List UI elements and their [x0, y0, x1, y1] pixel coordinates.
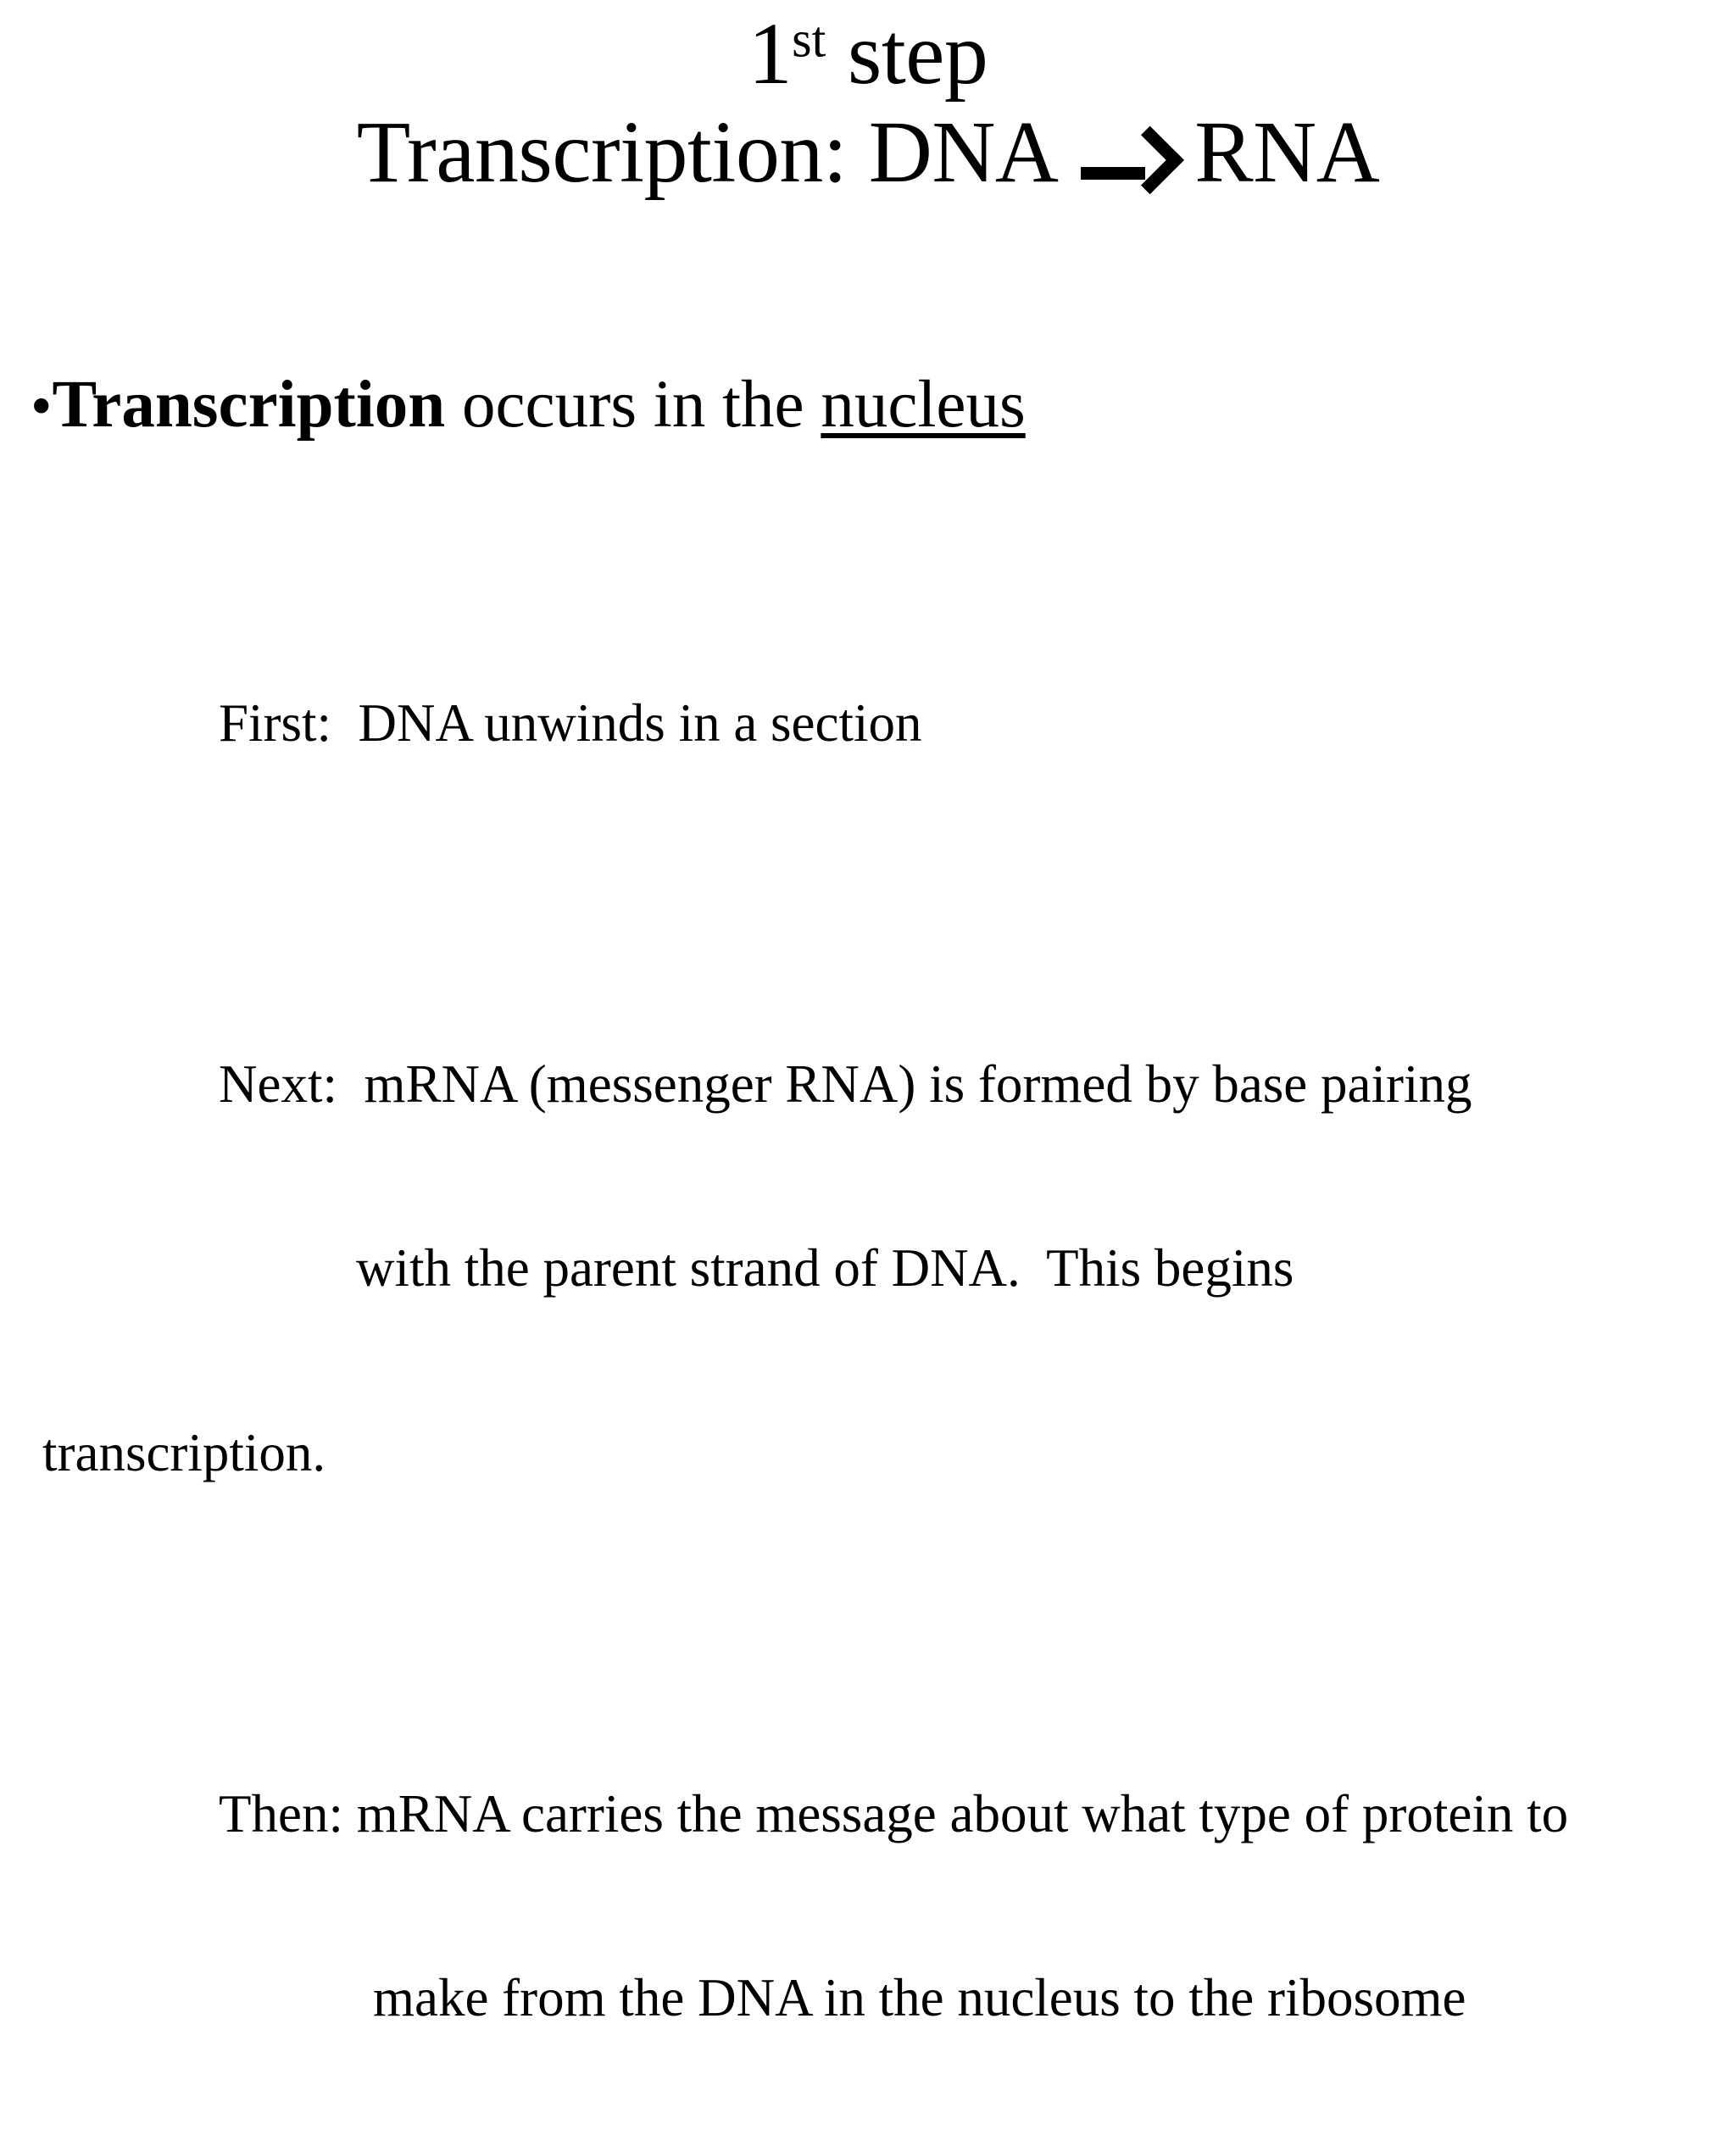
- paragraph-next-line-3: transcription.: [42, 1422, 326, 1482]
- title-line-2: Transcription: DNA RNA: [0, 103, 1736, 202]
- slide-title: 1st step Transcription: DNA RNA: [0, 5, 1736, 203]
- title-ordinal-suffix: st: [792, 11, 826, 69]
- paragraph-next-line-1: Next: mRNA (messenger RNA) is formed by …: [219, 1054, 1472, 1115]
- paragraph-then: Then: mRNA carries the message about wha…: [0, 1660, 1736, 2152]
- body-content: First: DNA unwinds in a section Next: mR…: [0, 570, 1736, 2152]
- title-rna: RNA: [1172, 103, 1380, 202]
- slide-canvas: 1st step Transcription: DNA RNA •Transcr…: [0, 5, 1736, 2028]
- paragraph-next: Next: mRNA (messenger RNA) is formed by …: [0, 931, 1736, 1606]
- bullet-item-transcription: •Transcription occurs in the nucleus: [31, 371, 1709, 438]
- bullet-bold-term: Transcription: [52, 368, 446, 442]
- bullet-underlined-term: nucleus: [821, 368, 1026, 442]
- bullet-dot-icon: •: [31, 371, 53, 440]
- title-step-word: step: [826, 5, 988, 103]
- bullet-middle-text: occurs in the: [445, 368, 821, 442]
- title-ordinal-number: 1: [748, 5, 793, 103]
- paragraph-then-line-1: Then: mRNA carries the message about wha…: [219, 1783, 1569, 1843]
- right-arrow-icon: [1080, 125, 1184, 194]
- paragraph-first-line-1: First: DNA unwinds in a section: [219, 692, 922, 753]
- paragraph-first: First: DNA unwinds in a section: [0, 570, 1736, 876]
- title-line-1: 1st step: [0, 5, 1736, 103]
- title-transcription-dna: Transcription: DNA: [356, 103, 1076, 202]
- paragraph-then-line-2: make from the DNA in the nucleus to the …: [373, 1968, 1466, 2028]
- paragraph-next-line-2: with the parent strand of DNA. This begi…: [356, 1238, 1294, 1298]
